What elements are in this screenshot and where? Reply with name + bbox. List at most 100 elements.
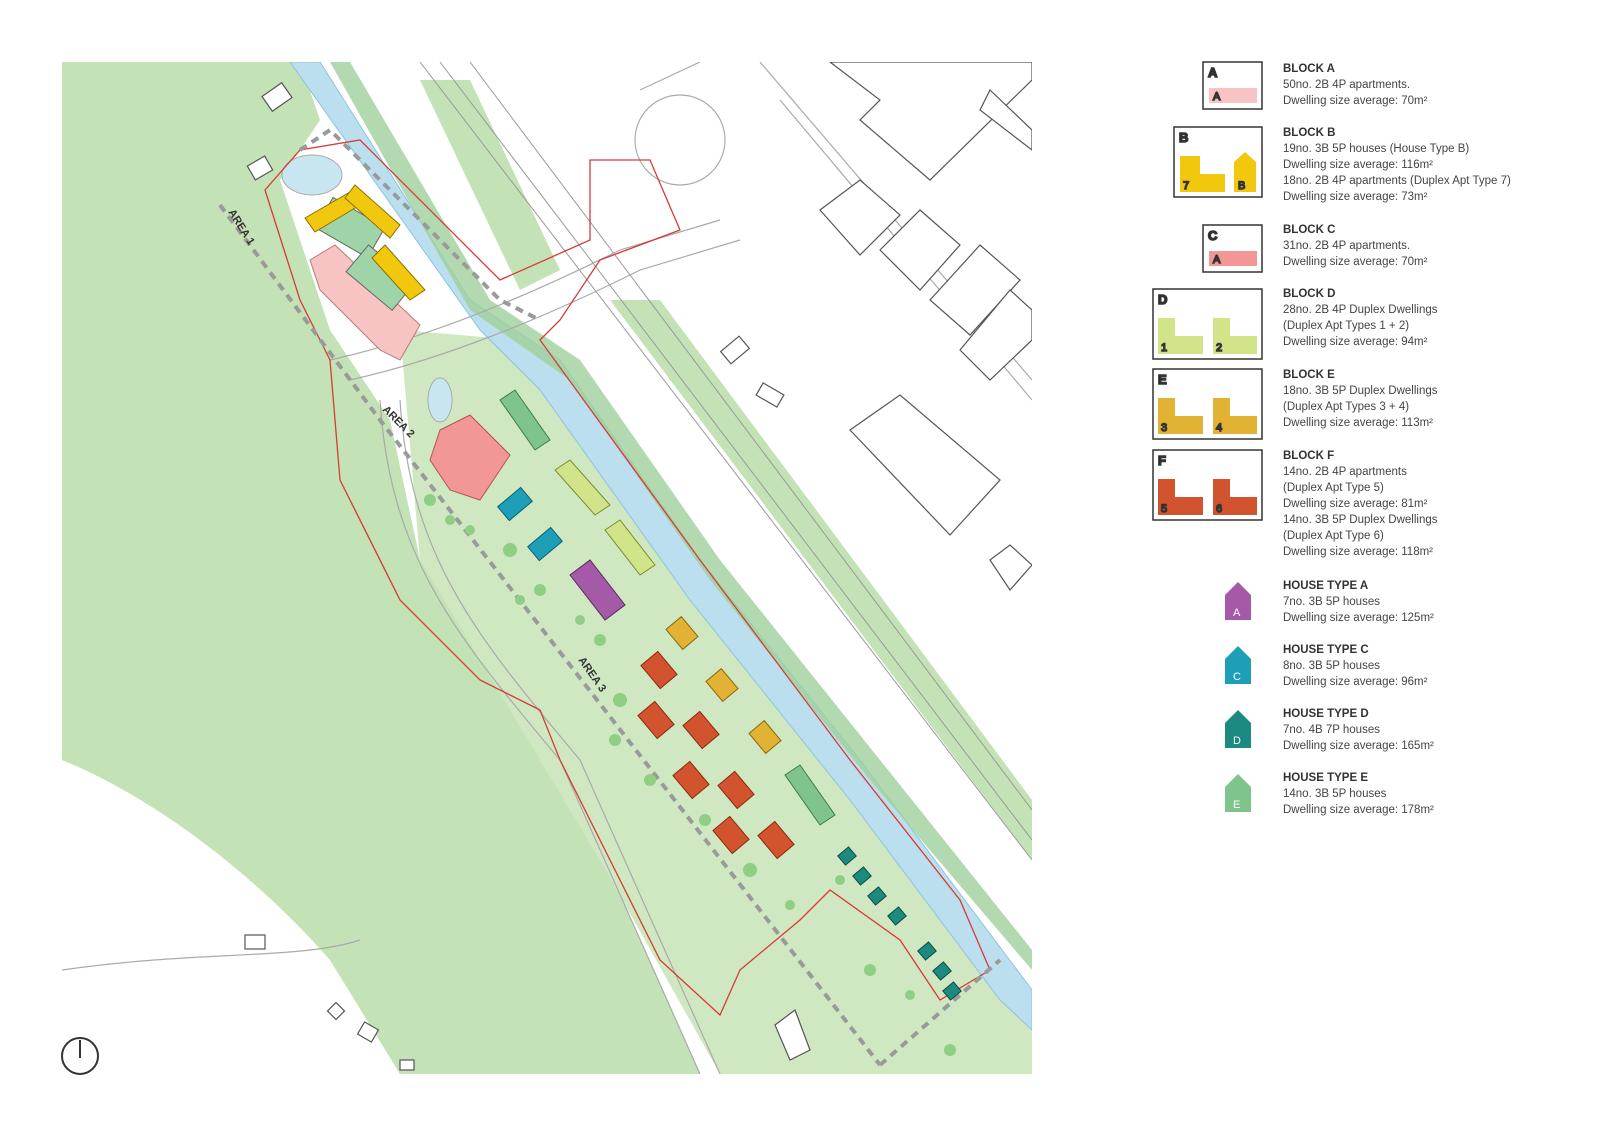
pond <box>281 154 343 196</box>
legend-line: 50no. 2B 4P apartments. <box>1283 79 1411 91</box>
legend-line: 19no. 3B 5P houses (House Type B) <box>1283 143 1470 155</box>
legend-line: Dwelling size average: 113m² <box>1283 417 1433 429</box>
legend-line: 14no. 2B 4P apartments <box>1283 466 1407 478</box>
legend-title: BLOCK F <box>1283 450 1335 462</box>
legend-key-block-c: C A <box>1202 224 1263 273</box>
legend-line: Dwelling size average: 96m² <box>1283 676 1428 688</box>
svg-text:D: D <box>1158 292 1167 307</box>
legend-key-block-b: B 7 B <box>1173 126 1263 198</box>
railway <box>419 62 1032 861</box>
legend-title: BLOCK E <box>1283 369 1335 381</box>
legend-line: Dwelling size average: 125m² <box>1283 612 1434 624</box>
legend-title: BLOCK A <box>1283 63 1335 75</box>
south-green <box>330 960 700 1074</box>
north-arrow-icon <box>61 1037 99 1075</box>
svg-text:D: D <box>1233 735 1241 747</box>
existing-buildings <box>244 62 1032 1071</box>
svg-text:E: E <box>1233 799 1240 811</box>
legend-line: 7no. 3B 5P houses <box>1283 596 1380 608</box>
block-a <box>309 244 421 361</box>
legend-block-d: BLOCK D 28no. 2B 4P Duplex Dwellings (Du… <box>1283 286 1438 350</box>
legend-line: Dwelling size average: 94m² <box>1283 336 1428 348</box>
svg-text:5: 5 <box>1161 503 1167 515</box>
legend-line: 7no. 4B 7P houses <box>1283 724 1380 736</box>
lower-field <box>62 760 400 1074</box>
legend-line: Dwelling size average: 178m² <box>1283 804 1434 816</box>
legend-title: BLOCK B <box>1283 127 1336 139</box>
legend-house-type-d: HOUSE TYPE D 7no. 4B 7P houses Dwelling … <box>1283 706 1434 754</box>
house-type-a-icon: A <box>1225 582 1251 620</box>
legend-block-b: BLOCK B 19no. 3B 5P houses (House Type B… <box>1283 125 1511 205</box>
svg-text:C: C <box>1233 671 1241 683</box>
svg-text:2: 2 <box>1216 342 1222 354</box>
legend-line: Dwelling size average: 81m² <box>1283 498 1428 510</box>
legend-block-f: BLOCK F 14no. 2B 4P apartments (Duplex A… <box>1283 448 1438 560</box>
legend-line: Dwelling size average: 165m² <box>1283 740 1434 752</box>
svg-text:F: F <box>1158 453 1166 468</box>
east-verge <box>420 80 560 290</box>
green-field <box>62 62 700 1074</box>
house-type-e-icon: E <box>1225 774 1251 812</box>
trees <box>424 494 956 1056</box>
legend-key-block-d: D 1 2 <box>1152 288 1263 360</box>
legend-line: 31no. 2B 4P apartments. <box>1283 240 1411 252</box>
legend-line: Dwelling size average: 118m² <box>1283 546 1433 558</box>
site-boundary <box>264 139 991 1017</box>
house-type-c <box>497 486 563 562</box>
house-type-e <box>499 389 836 826</box>
legend-title: HOUSE TYPE D <box>1283 708 1369 720</box>
svg-text:A: A <box>1233 607 1241 619</box>
legend-line: 14no. 3B 5P Duplex Dwellings <box>1283 514 1438 526</box>
legend-block-a: BLOCK A 50no. 2B 4P apartments. Dwelling… <box>1283 61 1427 109</box>
legend-line: (Duplex Apt Types 3 + 4) <box>1283 401 1410 413</box>
legend-house-type-e: HOUSE TYPE E 14no. 3B 5P houses Dwelling… <box>1283 770 1434 818</box>
legend-house-type-c: HOUSE TYPE C 8no. 3B 5P houses Dwelling … <box>1283 642 1427 690</box>
legend-line: 8no. 3B 5P houses <box>1283 660 1380 672</box>
house-type-c-icon: C <box>1225 646 1251 684</box>
riverbank-trees <box>330 62 1032 970</box>
legend-key-block-e: E 3 4 <box>1152 368 1263 440</box>
legend-line: 18no. 2B 4P apartments (Duplex Apt Type … <box>1283 175 1511 187</box>
block-c <box>429 414 511 501</box>
block-e <box>665 615 782 755</box>
site-green <box>400 330 1032 1074</box>
svg-text:A: A <box>1213 91 1221 103</box>
map-canvas: AREA 1 AREA 2 AREA 3 <box>62 62 1032 1074</box>
house-type-d-icon: D <box>1225 710 1251 748</box>
legend-key-block-a: A A <box>1202 61 1263 110</box>
rail-verge <box>610 300 1032 860</box>
svg-text:C: C <box>1208 228 1218 243</box>
svg-text:A: A <box>1213 254 1221 266</box>
legend-line: Dwelling size average: 73m² <box>1283 191 1428 203</box>
svg-text:E: E <box>1158 372 1167 387</box>
svg-text:4: 4 <box>1216 422 1222 434</box>
legend-line: (Duplex Apt Type 6) <box>1283 530 1384 542</box>
legend-line: Dwelling size average: 70m² <box>1283 256 1428 268</box>
svg-text:6: 6 <box>1216 503 1222 515</box>
legend-block-e: BLOCK E 18no. 3B 5P Duplex Dwellings (Du… <box>1283 367 1438 431</box>
legend-key-block-f: F 5 6 <box>1152 449 1263 521</box>
svg-text:7: 7 <box>1183 180 1189 192</box>
legend-block-c: BLOCK C 31no. 2B 4P apartments. Dwelling… <box>1283 222 1427 270</box>
legend-line: 28no. 2B 4P Duplex Dwellings <box>1283 304 1438 316</box>
pond-2 <box>427 377 453 423</box>
block-b <box>304 184 426 301</box>
house-type-a <box>569 559 626 621</box>
legend-line: (Duplex Apt Type 5) <box>1283 482 1384 494</box>
block-d <box>554 459 656 576</box>
block-f <box>637 650 795 860</box>
svg-text:A: A <box>1208 65 1218 80</box>
svg-text:B: B <box>1238 180 1245 192</box>
legend-line: Dwelling size average: 70m² <box>1283 95 1428 107</box>
legend-line: 18no. 3B 5P Duplex Dwellings <box>1283 385 1438 397</box>
svg-text:B: B <box>1179 130 1188 145</box>
legend-title: HOUSE TYPE E <box>1283 772 1368 784</box>
legend-line: Dwelling size average: 116m² <box>1283 159 1433 171</box>
legend-title: BLOCK D <box>1283 288 1336 300</box>
legend-house-type-a: HOUSE TYPE A 7no. 3B 5P houses Dwelling … <box>1283 578 1434 626</box>
svg-text:1: 1 <box>1161 342 1167 354</box>
svg-text:3: 3 <box>1161 422 1167 434</box>
legend-house-icons: A C D E <box>1225 582 1251 812</box>
legend-title: BLOCK C <box>1283 224 1336 236</box>
